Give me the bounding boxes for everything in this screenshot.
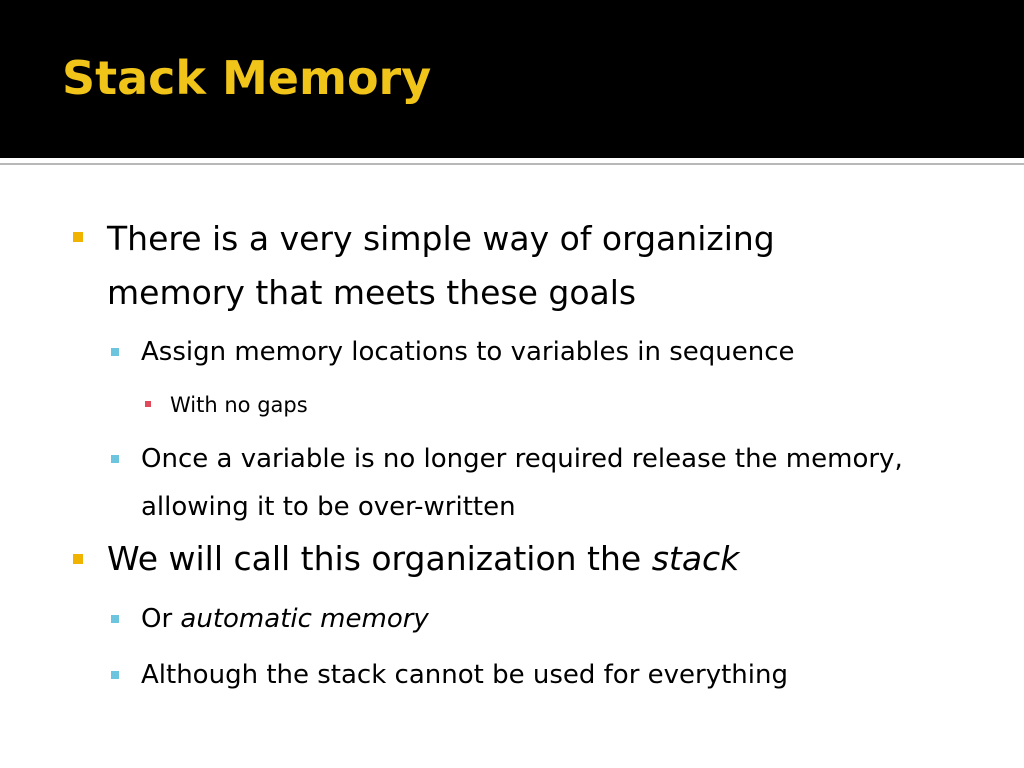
bullet-text: There is a very simple way of organizing… [107,219,775,312]
level2-bullet-icon [111,671,119,679]
title-bar: Stack Memory [0,0,1024,158]
level1-bullet-icon [73,554,83,564]
bullet-text: Or automatic memory [141,604,429,634]
level2-bullet-icon [111,615,119,623]
bullet-text: Assign memory locations to variables in … [141,337,795,367]
bullet-text: With no gaps [170,393,308,417]
level2-bullet-icon [111,455,119,463]
bullet-text: We will call this organization the stack [107,539,740,578]
slide-title: Stack Memory [62,51,432,105]
level1-bullet-icon [73,232,83,242]
title-divider [0,163,1024,165]
level3-bullet-icon [145,401,151,407]
bullet-text: Although the stack cannot be used for ev… [141,660,788,690]
level2-bullet-icon [111,348,119,356]
bullet-text: Once a variable is no longer required re… [141,444,903,522]
